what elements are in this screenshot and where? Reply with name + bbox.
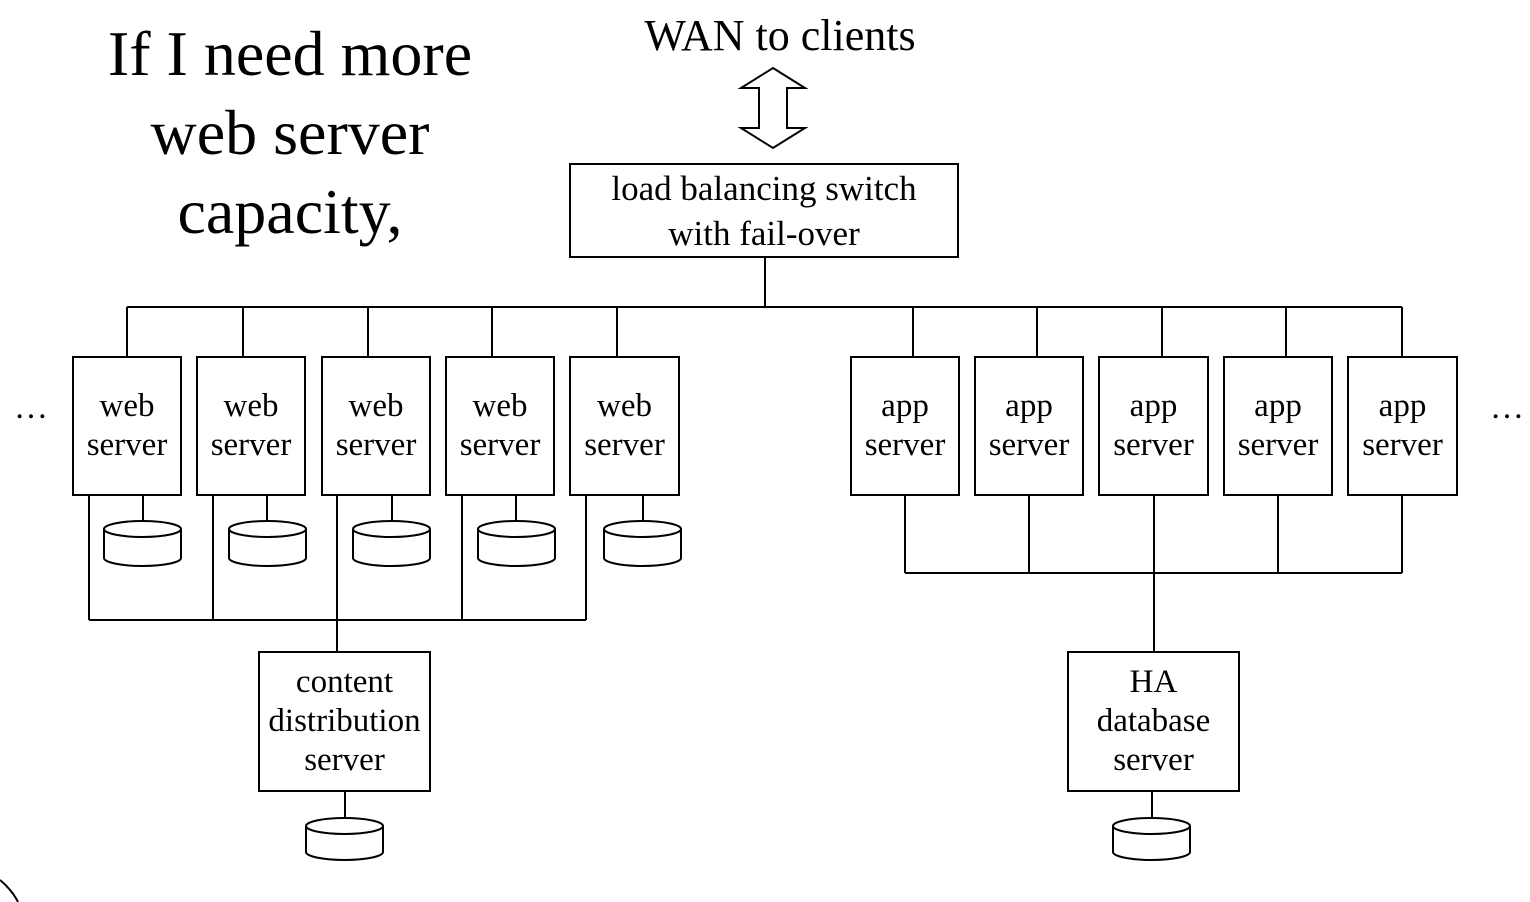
app-server-box: app server [850, 356, 960, 496]
box-line: content [295, 664, 394, 700]
app-server-box: app server [1347, 356, 1458, 496]
web-server-box: web server [196, 356, 306, 496]
disk-icon [477, 520, 556, 567]
box-line: database [1096, 703, 1211, 739]
box-line: HA [1129, 664, 1178, 700]
app-server-box: app server [974, 356, 1084, 496]
box-line: app [881, 388, 929, 424]
disk-icon [305, 817, 384, 861]
web-server-box: web server [445, 356, 555, 496]
box-line: server [864, 427, 946, 463]
box-line: server [1113, 427, 1194, 463]
box-line: web [348, 388, 404, 424]
web-server-box: web server [72, 356, 182, 496]
box-line: server [304, 742, 385, 778]
ellipsis-left: … [14, 389, 48, 426]
box-line: server [210, 427, 292, 463]
box-line: distribution [268, 703, 421, 739]
heading-line: If I need more [107, 18, 473, 89]
box-line: server [1237, 427, 1319, 463]
load-balancer-box: load balancing switch with fail-over [569, 163, 959, 258]
box-line: app [1254, 388, 1302, 424]
box-line: app [1005, 388, 1053, 424]
box-line: web [597, 388, 652, 424]
disk-icon [603, 520, 682, 567]
database-server-box: HA database server [1067, 651, 1240, 792]
web-server-box: web server [321, 356, 431, 496]
box-line: server [584, 427, 665, 463]
heading-line: web server [150, 97, 430, 168]
box-line: server [1362, 427, 1443, 463]
box-line: server [335, 427, 417, 463]
heading: If I need more web server capacity, [60, 14, 520, 251]
disk-icon [103, 520, 182, 567]
disk-icon [352, 520, 431, 567]
content-distribution-server-box: content distribution server [258, 651, 431, 792]
box-line: server [1113, 742, 1194, 778]
box-line: web [99, 388, 155, 424]
ellipsis-right: … [1490, 389, 1524, 426]
box-line: app [1378, 388, 1427, 424]
box-line: with fail-over [668, 213, 860, 253]
wan-double-arrow [737, 66, 809, 150]
app-server-box: app server [1223, 356, 1333, 496]
web-server-box: web server [569, 356, 680, 496]
box-line: web [223, 388, 279, 424]
box-line: web [472, 388, 528, 424]
box-line: load balancing switch [611, 168, 917, 208]
disk-icon [1112, 817, 1191, 861]
disk-icon [228, 520, 307, 567]
box-line: server [988, 427, 1070, 463]
app-server-box: app server [1098, 356, 1209, 496]
box-line: server [459, 427, 541, 463]
box-line: app [1129, 388, 1178, 424]
wan-label: WAN to clients [644, 11, 916, 60]
heading-line: capacity, [177, 176, 403, 247]
box-line: server [86, 427, 168, 463]
